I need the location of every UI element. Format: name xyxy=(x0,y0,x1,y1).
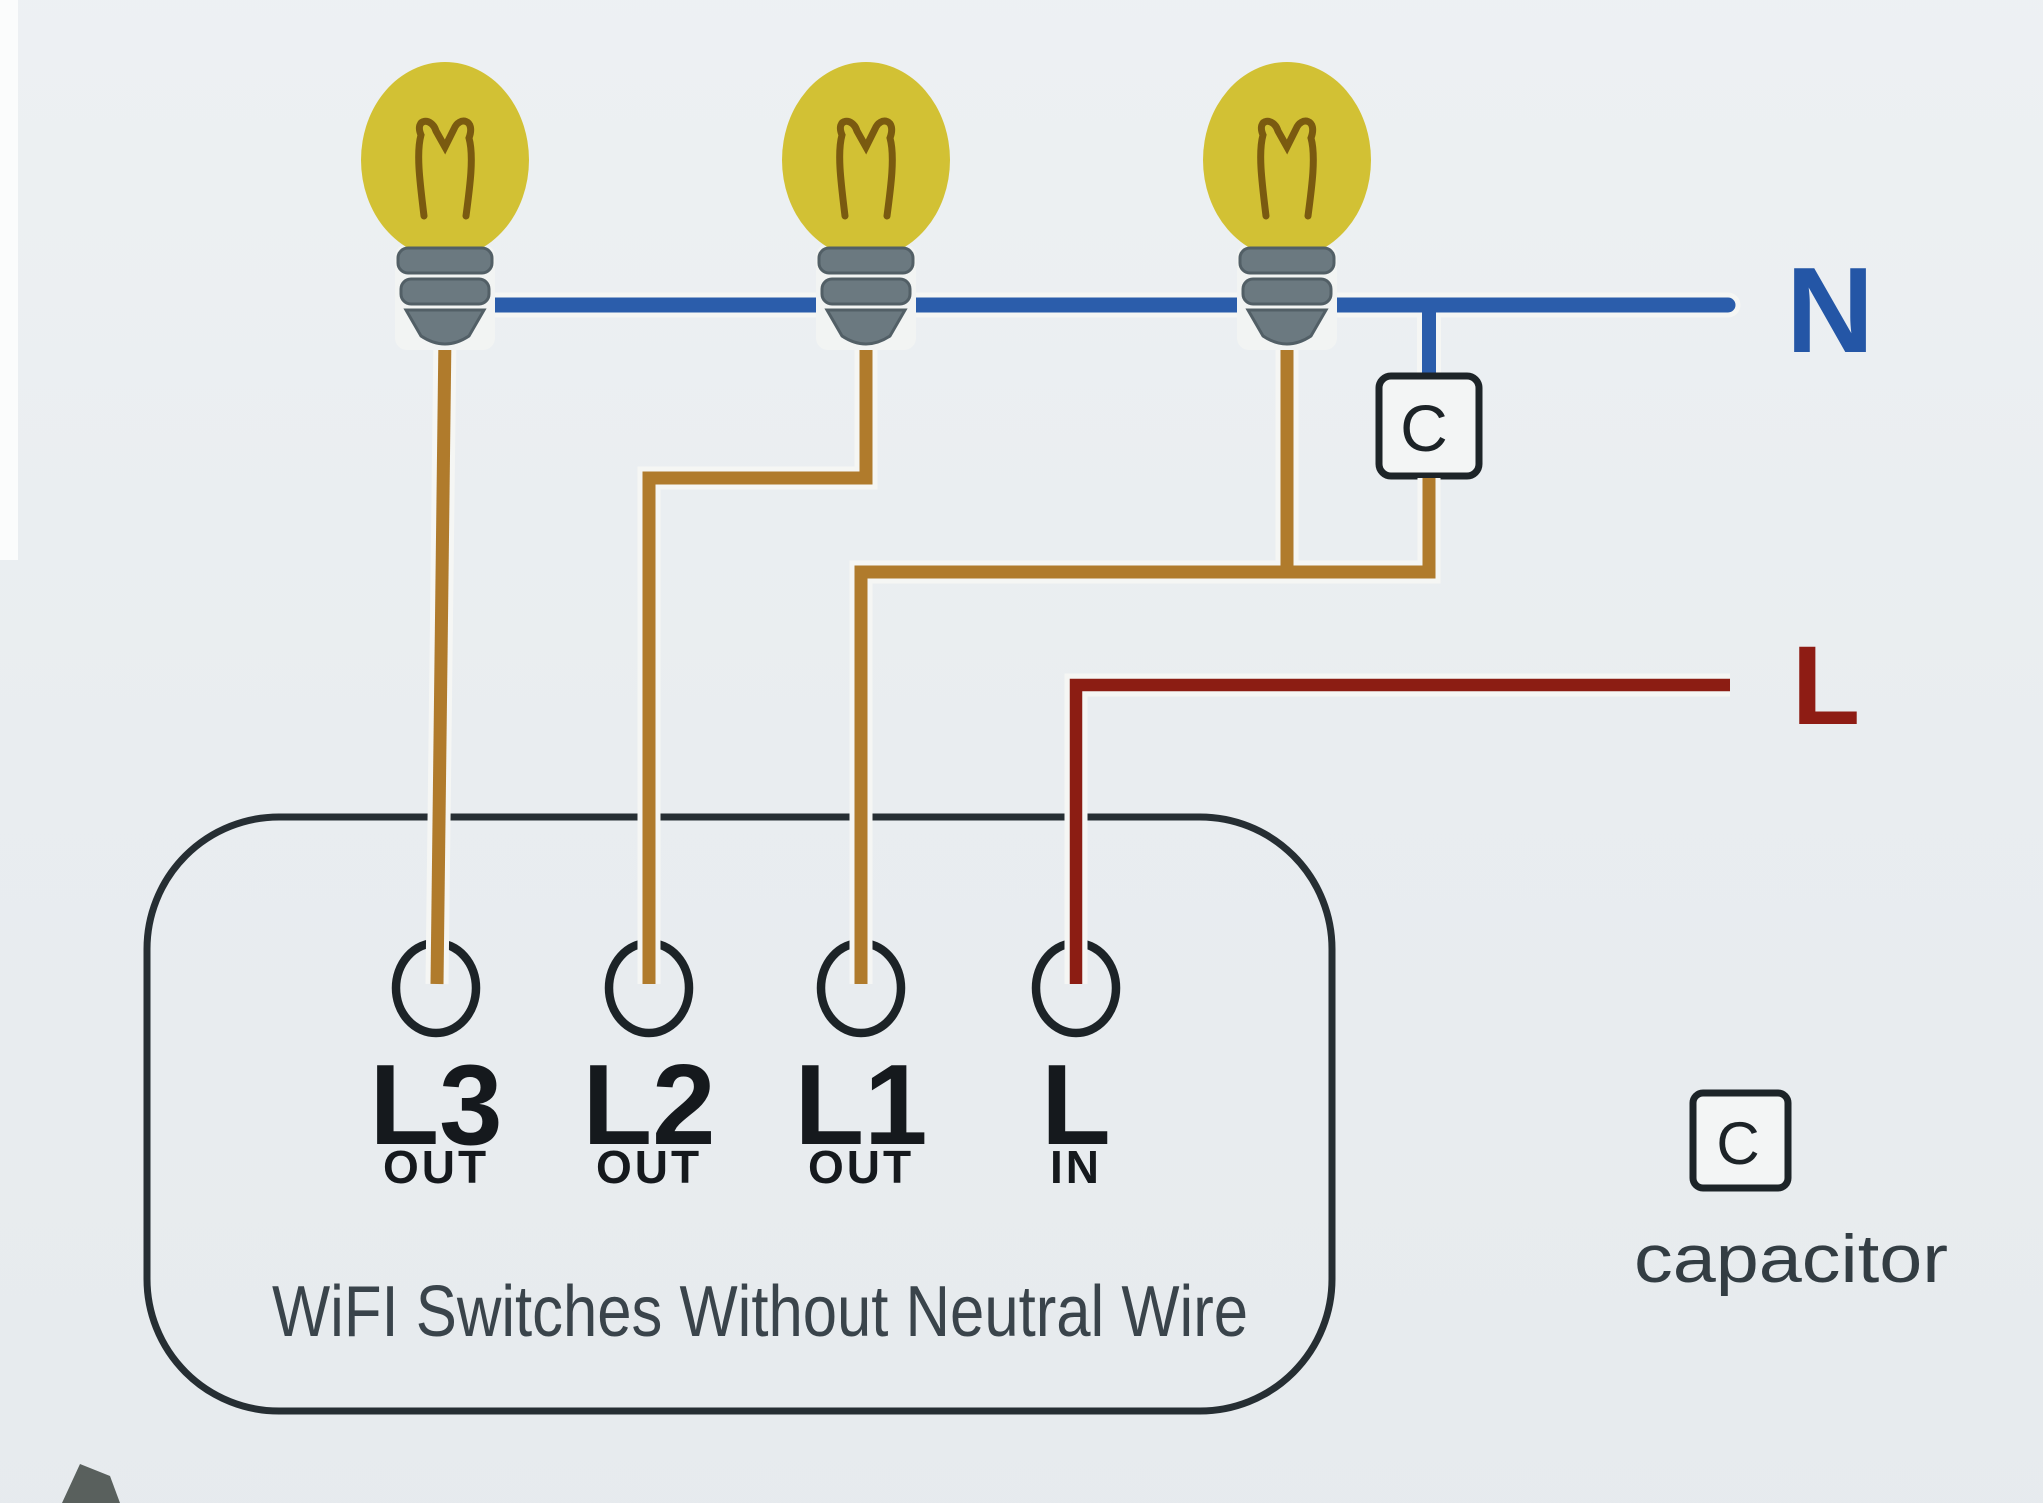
live-label: L xyxy=(1792,623,1860,748)
neutral-label: N xyxy=(1786,242,1874,378)
terminal-label-l-in: L xyxy=(1041,1042,1111,1169)
terminal-label-l3: L3 xyxy=(369,1042,502,1169)
photo-edge-highlight xyxy=(0,0,18,560)
terminal-mode-l-in: IN xyxy=(1050,1141,1102,1193)
capacitor-box xyxy=(1375,372,1483,480)
l1-out-wire-and-capacitor-branch xyxy=(854,334,1436,984)
terminal-mode-l3: OUT xyxy=(383,1141,489,1193)
capacitor-component: C xyxy=(1375,372,1483,480)
capacitor-legend: C capacitor xyxy=(1634,1089,1948,1297)
terminal-labels: L3 OUT L2 OUT L1 OUT L IN xyxy=(369,1042,1110,1193)
l3-out-wire xyxy=(430,333,452,985)
terminal-label-l1: L1 xyxy=(794,1042,927,1169)
switch-box-outline xyxy=(143,813,1336,1415)
neutral-wire-group xyxy=(432,292,1741,378)
terminal-label-l2: L2 xyxy=(582,1042,715,1169)
switch-box-caption: WiFI Switches Without Neutral Wire xyxy=(272,1272,1248,1352)
terminal-mode-l2: OUT xyxy=(596,1141,702,1193)
capacitor-symbol: C xyxy=(1400,391,1448,465)
terminal-mode-l1: OUT xyxy=(808,1141,914,1193)
live-wire xyxy=(1069,678,1730,984)
load-wires xyxy=(430,333,1436,985)
legend-capacitor-box xyxy=(1689,1089,1792,1192)
legend-capacitor-symbol: C xyxy=(1716,1110,1759,1177)
l2-out-wire xyxy=(642,334,873,984)
legend-caption: capacitor xyxy=(1634,1221,1948,1297)
photo-corner-artifact xyxy=(62,1464,120,1503)
